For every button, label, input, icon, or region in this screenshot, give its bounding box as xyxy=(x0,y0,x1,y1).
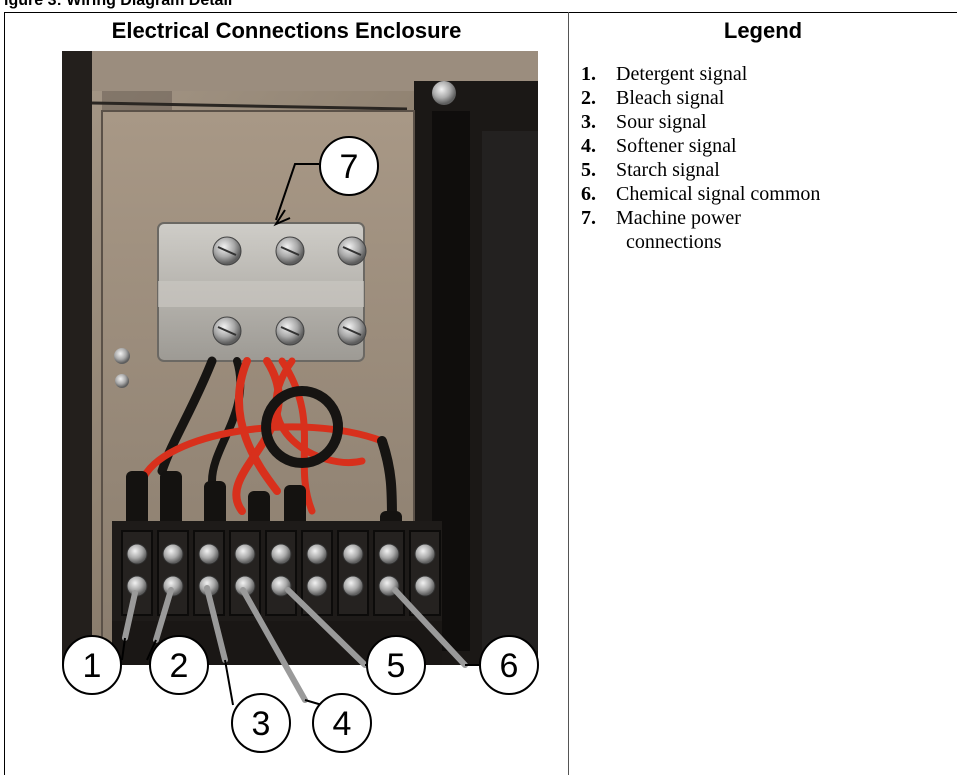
leader-line-3 xyxy=(204,585,228,663)
callout-label-1: 1 xyxy=(83,647,102,685)
leader-line-2 xyxy=(153,587,174,643)
legend-item: 1. Detergent signal xyxy=(581,62,951,86)
callout-label-6: 6 xyxy=(500,647,519,685)
legend-text-continued: connections xyxy=(626,231,722,253)
legend-number: 2. xyxy=(581,87,596,109)
callout-circle-3 xyxy=(231,693,291,753)
legend-text: Detergent signal xyxy=(616,63,748,85)
callout-label-5: 5 xyxy=(387,647,406,685)
leader-line-5 xyxy=(285,587,368,668)
legend-item: 2. Bleach signal xyxy=(581,86,951,110)
legend-item: 6. Chemical signal common xyxy=(581,182,951,206)
figure-caption-partial: igure 3: Wiring Diagram Detail xyxy=(4,0,233,9)
legend-number: 1. xyxy=(581,63,596,85)
legend-list: 1. Detergent signal 2. Bleach signal 3. Sou… xyxy=(581,62,951,254)
leader-line-4 xyxy=(240,587,308,703)
callout-label-2: 2 xyxy=(170,647,189,685)
legend-item: 3. Sour signal xyxy=(581,110,951,134)
legend-text: Sour signal xyxy=(616,111,707,133)
legend-number: 3. xyxy=(581,111,596,133)
callout-circle-7 xyxy=(319,136,379,196)
legend-text: Chemical signal common xyxy=(616,183,821,205)
legend-number: 5. xyxy=(581,159,596,181)
legend-text: Starch signal xyxy=(616,159,720,181)
leader-line-6 xyxy=(392,587,468,668)
legend-item: 5. Starch signal xyxy=(581,158,951,182)
legend-item: 4. Softener signal xyxy=(581,134,951,158)
legend-number: 6. xyxy=(581,183,596,205)
callout-label-4: 4 xyxy=(333,705,352,743)
callout-label-3: 3 xyxy=(252,705,271,743)
legend-text: Softener signal xyxy=(616,135,737,157)
enclosure-photo xyxy=(62,51,538,665)
table-left-rule xyxy=(4,12,5,775)
legend-text: Bleach signal xyxy=(616,87,725,109)
legend-number: 4. xyxy=(581,135,596,157)
leader-line-1 xyxy=(122,590,138,641)
legend-text: Machine power xyxy=(616,207,741,229)
callout-label-7: 7 xyxy=(340,148,359,186)
callout-circle-6 xyxy=(479,635,539,695)
callout-circle-1 xyxy=(62,635,122,695)
table-top-rule xyxy=(4,12,957,13)
callout-circle-4 xyxy=(312,693,372,753)
callout-circle-5 xyxy=(366,635,426,695)
legend-title: Legend xyxy=(723,18,803,43)
callout-circle-2 xyxy=(149,635,209,695)
table-divider xyxy=(568,12,569,775)
legend-number: 7. xyxy=(581,207,596,229)
photo-title: Electrical Connections Enclosure xyxy=(111,18,462,43)
